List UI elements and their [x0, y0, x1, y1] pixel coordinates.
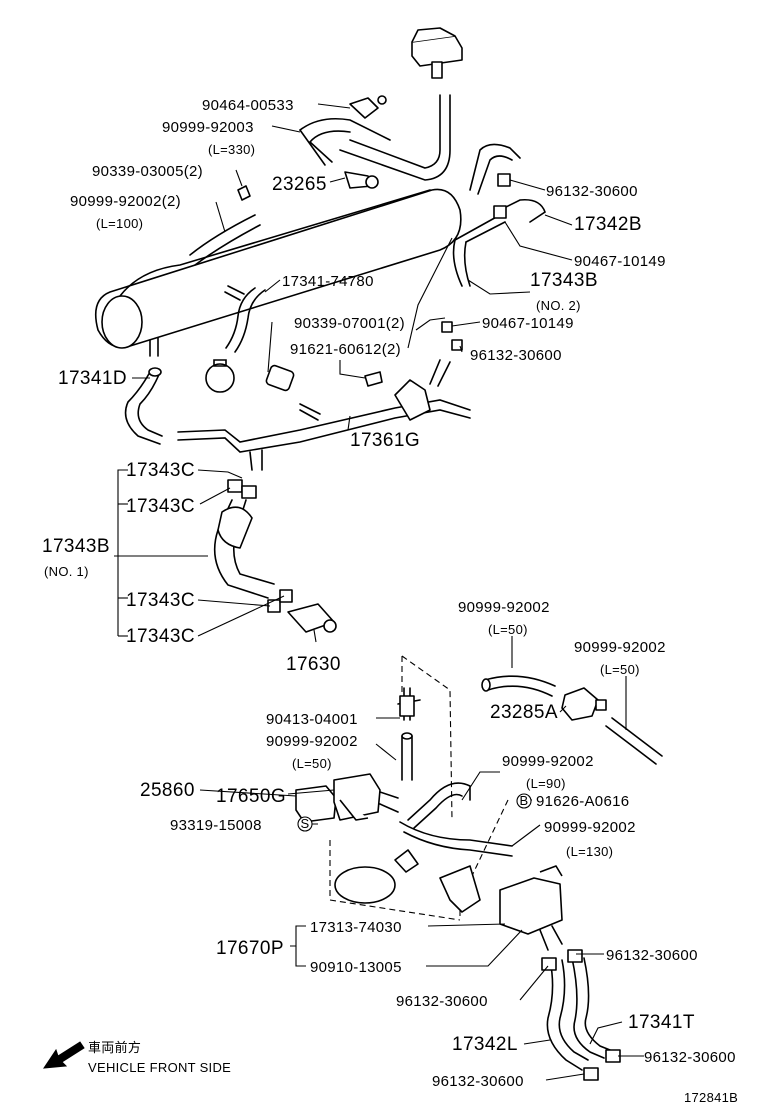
label-90999-92002-r3: 90999-92002: [502, 753, 594, 770]
cushion-90339-07001: [265, 364, 295, 392]
label-96132-30600-c: 96132-30600: [606, 947, 698, 964]
label-90413-04001: 90413-04001: [266, 711, 358, 728]
hose-90999-92002-m: [401, 735, 413, 781]
svg-text:S: S: [301, 816, 310, 831]
marker-b: B: [516, 793, 532, 809]
label-96132-30600-a: 96132-30600: [546, 183, 638, 200]
label-17342b: 17342B: [574, 214, 642, 235]
hose-90999-92002-r1: [484, 675, 556, 687]
label-96132-30600-e: 96132-30600: [644, 1049, 736, 1066]
label-93319-15008: 93319-15008: [170, 817, 262, 834]
vsv-25860: [295, 773, 399, 823]
label-96132-30600-d: 96132-30600: [396, 993, 488, 1010]
label-91621-60612: 91621-60612(2): [290, 341, 401, 358]
hose-90999-92002-top: [189, 214, 256, 256]
label-90999-92003: 90999-92003: [162, 119, 254, 136]
hose-90999-92003: [299, 117, 391, 141]
direction-label-en: VEHICLE FRONT SIDE: [88, 1060, 231, 1075]
hoses-17342l-17341t: [541, 949, 621, 1081]
bolt-91621-60612: [364, 371, 383, 387]
label-90999-92002-r1: 90999-92002: [458, 599, 550, 616]
label-90999-92002-m: 90999-92002: [266, 733, 358, 750]
hose-17342b: [469, 143, 521, 191]
vsv-17670p: [499, 865, 563, 951]
drawing-number: 172841B: [684, 1090, 738, 1105]
label-17343c-1: 17343C: [126, 460, 195, 481]
clip-90464-00533: [349, 95, 387, 119]
label-90464-00533: 90464-00533: [202, 97, 294, 114]
label-23285a: 23285A: [490, 702, 558, 723]
filter-23285a: [561, 687, 607, 721]
label-17342l: 17342L: [452, 1034, 518, 1055]
label-23265: 23265: [272, 174, 327, 195]
label-90999-92002-r3-length: (L=90): [526, 776, 566, 791]
clips-right-top: [493, 173, 511, 219]
marker-s: S: [297, 816, 313, 832]
label-17361g: 17361G: [350, 430, 420, 451]
hose-17341-74780: [234, 289, 266, 353]
label-90999-92002-m-length: (L=50): [292, 756, 332, 771]
connector-90413-04001: [397, 687, 421, 721]
hose-90999-92002-r3: [407, 782, 471, 821]
label-17630: 17630: [286, 654, 341, 675]
label-17343b-no2-sub: (NO. 2): [536, 298, 581, 313]
label-90999-92002-r1-length: (L=50): [488, 622, 528, 637]
vacuum-pipe-17361g: [177, 359, 471, 471]
label-96132-30600-b: 96132-30600: [470, 347, 562, 364]
label-90999-92002-r2-length: (L=50): [600, 662, 640, 677]
direction-label-jp: 車両前方: [88, 1040, 141, 1055]
svg-text:B: B: [520, 793, 529, 808]
vacuum-switching-valve-top: [411, 27, 463, 79]
front-arrow-icon: [43, 1041, 85, 1069]
label-17343c-3: 17343C: [126, 590, 195, 611]
leader-lines: [114, 103, 644, 1081]
sensor-23265: [344, 171, 379, 189]
label-17343b-no1: 17343B: [42, 536, 110, 557]
label-17670p: 17670P: [216, 938, 284, 959]
hose-90999-92002-r2: [605, 717, 663, 765]
label-90339-07001: 90339-07001(2): [294, 315, 405, 332]
hose-90999-92002-r4: [399, 821, 513, 857]
label-17313-74030: 17313-74030: [310, 919, 402, 936]
hose-17341d: [124, 371, 161, 445]
label-25860: 25860: [140, 780, 195, 801]
label-90910-13005: 90910-13005: [310, 959, 402, 976]
check-valve: [205, 359, 235, 393]
label-17343c-2: 17343C: [126, 496, 195, 517]
label-91626-a0616: 91626-A0616: [536, 793, 629, 810]
hose-vsv-down: [349, 94, 441, 169]
label-90999-92002-r4: 90999-92002: [544, 819, 636, 836]
label-90467-10149-a: 90467-10149: [574, 253, 666, 270]
label-17343b-no1-sub: (NO. 1): [44, 564, 89, 579]
part-labels: 90464-00533 90999-92003 (L=330) 90339-03…: [42, 97, 736, 1090]
vehicle-front-direction: 車両前方 VEHICLE FRONT SIDE: [43, 1040, 231, 1075]
label-90999-92002-r4-length: (L=130): [566, 844, 613, 859]
label-96132-30600-f: 96132-30600: [432, 1073, 524, 1090]
label-17650g: 17650G: [216, 786, 286, 807]
label-90999-92002-r2: 90999-92002: [574, 639, 666, 656]
label-90339-03005: 90339-03005(2): [92, 163, 203, 180]
hose-assembly-17343b-no1: [213, 479, 293, 613]
label-90999-92003-length: (L=330): [208, 142, 255, 157]
label-17341d: 17341D: [58, 368, 127, 389]
label-90999-92002-top-length: (L=100): [96, 216, 143, 231]
label-90999-92002-top: 90999-92002(2): [70, 193, 181, 210]
label-17341t: 17341T: [628, 1012, 695, 1033]
intake-surge-tank: [94, 188, 462, 357]
dashed-guide: [401, 655, 453, 821]
engine-bracket-outline: [329, 840, 481, 921]
label-17343b-no2: 17343B: [530, 270, 598, 291]
label-90467-10149-b: 90467-10149: [482, 315, 574, 332]
sensor-17630: [287, 603, 337, 633]
hose-17343b-no2: [452, 239, 471, 287]
label-17343c-4: 17343C: [126, 626, 195, 647]
label-17341-74780: 17341-74780: [282, 273, 374, 290]
